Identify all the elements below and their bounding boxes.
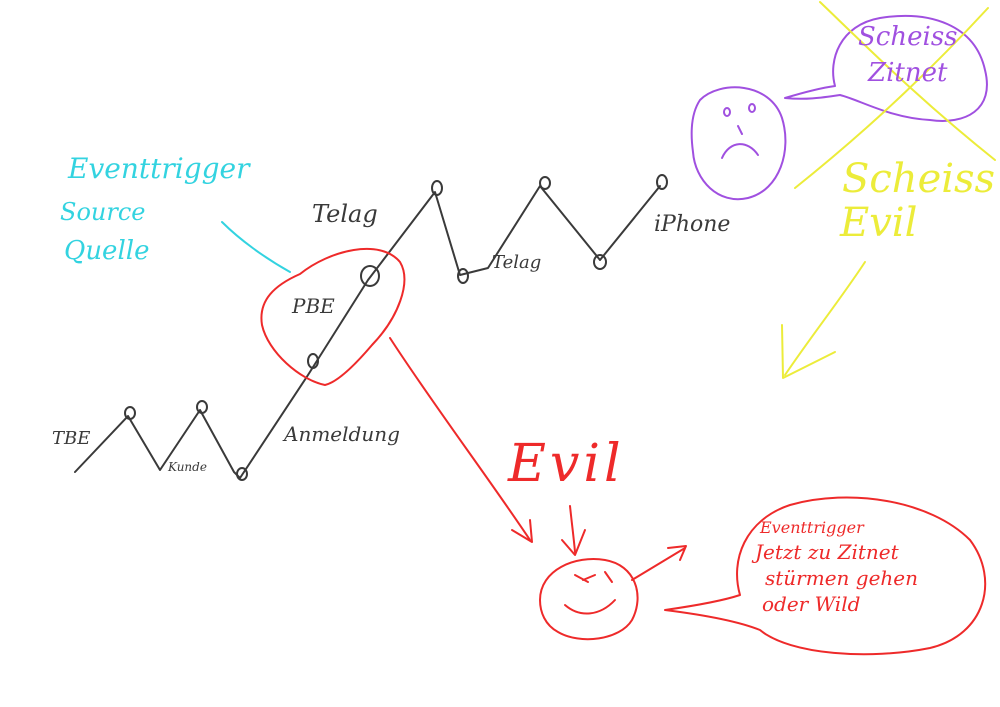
kunde-label: Kunde (168, 460, 207, 474)
bubble-line-2: Jetzt zu Zitnet (755, 540, 899, 564)
evil-brow (574, 574, 589, 583)
tbe-label: TBE (52, 428, 91, 449)
evil-label: Evil (508, 434, 625, 494)
source-label: Source (60, 198, 146, 226)
pbe-highlight-outline (260, 248, 406, 386)
node-circle-mid-peak (539, 176, 551, 190)
evil-smile-icon (539, 558, 639, 641)
sad-mouth (721, 143, 759, 159)
yellow-diagonal-1 (819, 1, 996, 161)
node-circle-pbe-high (360, 265, 380, 287)
scheiss-zitnet-line-1: Scheiss (858, 22, 958, 52)
red-down-arrow (569, 505, 576, 553)
red-down-arrowhead (561, 529, 586, 556)
node-circle-telag-peak (431, 180, 443, 196)
cyan-pointer-line (221, 221, 291, 273)
scheiss-evil-line-2: Evil (840, 200, 918, 246)
node-circle-tbe (124, 406, 136, 420)
yellow-arrow-shaft (784, 261, 866, 376)
node-circle-kunde (196, 400, 208, 414)
pbe-label: PBE (292, 294, 335, 318)
yellow-cross-out (781, 1, 996, 379)
sad-face-icon (690, 86, 787, 201)
anmeldung-label: Anmeldung (284, 422, 400, 446)
speech-bubble-icon (664, 496, 987, 656)
red-arrow-to-face (389, 337, 531, 541)
sad-eye-right (748, 103, 756, 113)
telag-bottom-label: Telag (492, 252, 542, 273)
bubble-line-1: Eventtrigger (760, 518, 864, 537)
iphone-label: iPhone (654, 212, 731, 237)
thought-bubble-outline (784, 14, 988, 122)
node-circle-iphone (656, 174, 668, 190)
node-circle-telag-valley (457, 268, 469, 284)
process-line (74, 185, 661, 479)
node-circle-pbe-low (307, 353, 319, 369)
yellow-diagonal-2 (794, 7, 989, 189)
bubble-line-4: oder Wild (762, 592, 861, 616)
node-circle-mid-valley (593, 254, 607, 270)
sad-brow (737, 125, 743, 135)
scheiss-zitnet-line-2: Zitnet (868, 58, 948, 88)
quelle-label: Quelle (64, 236, 150, 266)
telag-top-label: Telag (312, 200, 378, 228)
scheiss-evil-line-1: Scheiss (842, 156, 996, 202)
yellow-arrowhead (781, 324, 836, 379)
sad-face-outline (690, 86, 787, 201)
sad-eye-left (723, 107, 731, 117)
red-small-arrow (631, 545, 687, 581)
evil-face-outline (539, 558, 639, 641)
process-path (74, 174, 668, 481)
red-arrowhead (511, 519, 533, 543)
node-circle-anmeldung (236, 467, 248, 481)
evil-eye-left (582, 574, 596, 581)
evil-eye-right (604, 571, 613, 583)
evil-mouth (564, 599, 616, 615)
bubble-line-3: stürmen gehen (765, 566, 919, 590)
eventtrigger-label: Eventtrigger (68, 152, 250, 185)
